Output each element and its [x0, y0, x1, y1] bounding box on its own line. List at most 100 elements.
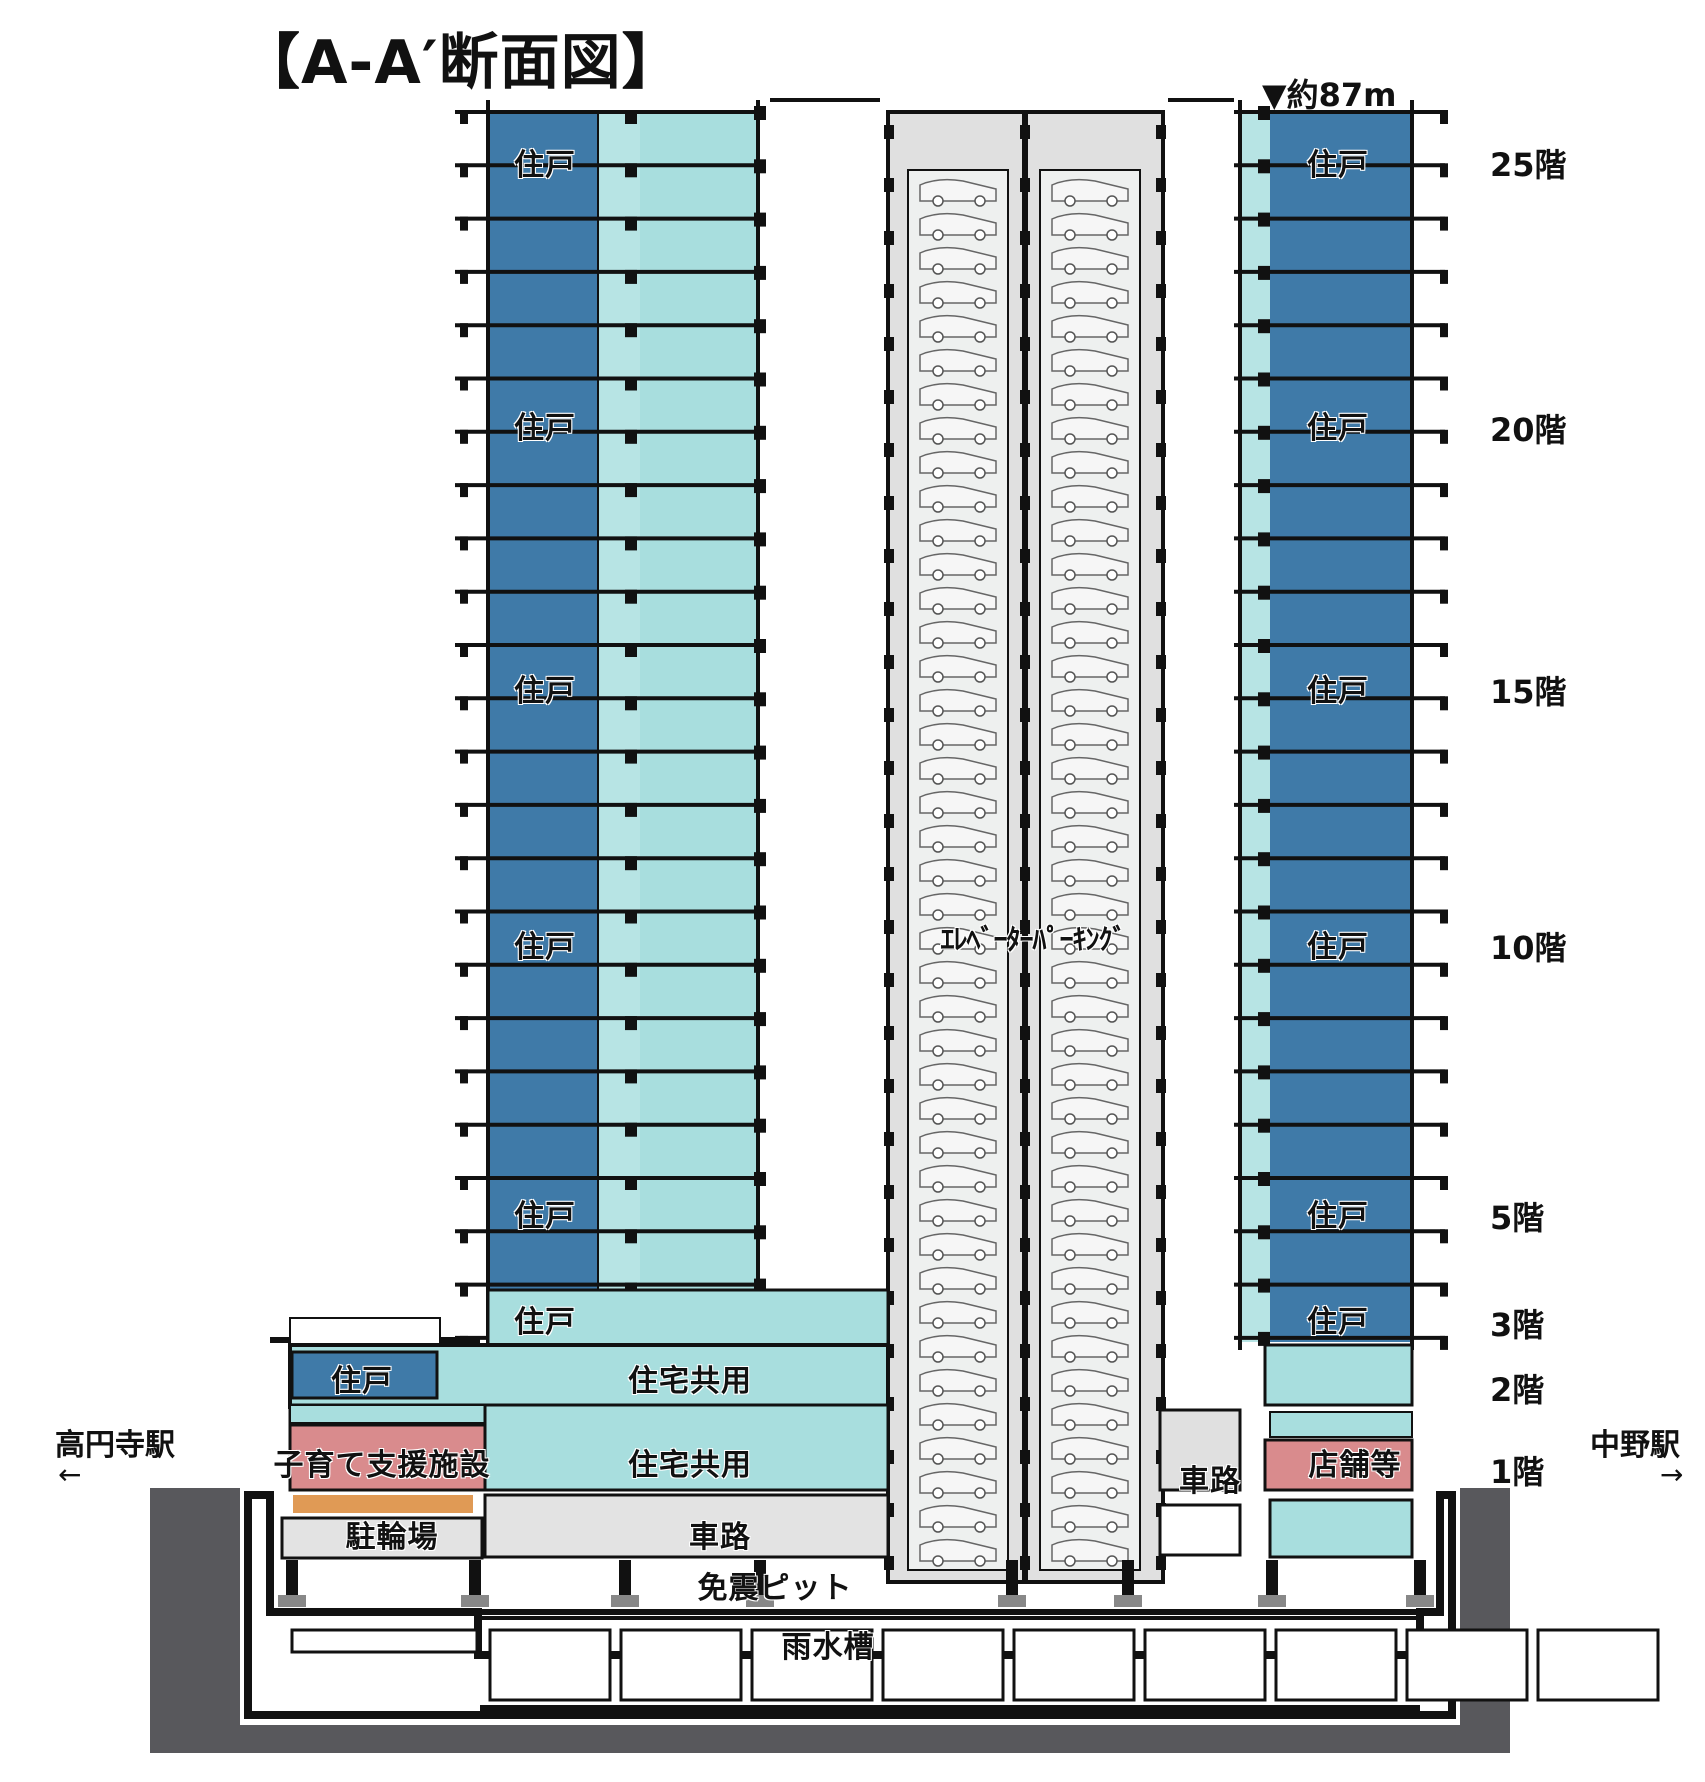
core-column [884, 814, 894, 828]
car-wheel-icon [1106, 1453, 1118, 1465]
car-wheel-icon [1106, 1181, 1118, 1193]
car-wheel-icon [1106, 807, 1118, 819]
car-wheel-icon [932, 535, 944, 547]
car-wheel-icon [932, 705, 944, 717]
core-column [884, 231, 894, 245]
car-wheel-icon [932, 739, 944, 751]
right-column [1258, 958, 1270, 973]
car-wheel-icon [1106, 773, 1118, 785]
residence-label-l3: 住戸 [514, 1305, 576, 1340]
annex-roof-structure [289, 1317, 441, 1345]
seismic-isolator [746, 1595, 774, 1607]
car-wheel-icon [1064, 501, 1076, 513]
isolator-column [1266, 1560, 1278, 1595]
core-column [1020, 1185, 1030, 1199]
core-column [1156, 814, 1166, 828]
car-wheel-icon [932, 1249, 944, 1261]
seismic-isolator [461, 1595, 489, 1607]
isolator-column [1122, 1560, 1134, 1595]
left-balcony-post [460, 323, 468, 338]
right-column [1258, 1065, 1270, 1080]
right-balcony-post [1440, 643, 1448, 657]
residence-label-l10: 住戸 [514, 930, 576, 965]
car-wheel-icon [974, 195, 986, 207]
floor-label-1: 1階 [1490, 1453, 1545, 1491]
right-balcony-post [1440, 1016, 1448, 1031]
car-wheel-icon [1064, 671, 1076, 683]
car-wheel-icon [974, 773, 986, 785]
core-column [1020, 1026, 1030, 1040]
right-column [1258, 106, 1270, 120]
core-column [1020, 655, 1030, 669]
car-wheel-icon [974, 1351, 986, 1363]
core-column [1020, 1556, 1030, 1570]
driveway-label-right: 車路 [1179, 1464, 1241, 1499]
car-wheel-icon [1064, 399, 1076, 411]
core-column [1156, 443, 1166, 457]
car-wheel-icon [1064, 875, 1076, 887]
car-wheel-icon [974, 1215, 986, 1227]
right-column [1258, 1172, 1270, 1186]
right-arrow-icon: → [1660, 1458, 1684, 1491]
core-column [1156, 761, 1166, 775]
car-wheel-icon [1106, 569, 1118, 581]
car-wheel-icon [1064, 1011, 1076, 1023]
car-wheel-icon [1064, 637, 1076, 649]
car-wheel-icon [932, 1147, 944, 1159]
core-column [1020, 708, 1030, 722]
car-wheel-icon [932, 399, 944, 411]
residence-label-r10: 住戸 [1307, 930, 1369, 965]
car-wheel-icon [1064, 195, 1076, 207]
car-wheel-icon [1106, 1045, 1118, 1057]
car-wheel-icon [1064, 1113, 1076, 1125]
car-wheel-icon [932, 263, 944, 275]
core-column [1020, 1503, 1030, 1517]
car-wheel-icon [1106, 875, 1118, 887]
left-column-mid [625, 962, 637, 977]
car-wheel-icon [974, 1045, 986, 1057]
annex-residence [290, 1350, 439, 1400]
car-wheel-icon [1064, 1045, 1076, 1057]
core-column [884, 655, 894, 669]
car-wheel-icon [974, 875, 986, 887]
left-tower-corridor [598, 112, 640, 1342]
diagram-title: 【A-A′断面図】 [240, 28, 683, 98]
left-column-mid [625, 216, 637, 231]
car-wheel-icon [974, 467, 986, 479]
left-balcony-post [460, 376, 468, 391]
seismic-isolator [1258, 1595, 1286, 1607]
core-column [884, 178, 894, 192]
car-wheel-icon [932, 841, 944, 853]
right-column [1258, 1012, 1270, 1027]
left-balcony-post [460, 536, 468, 551]
car-wheel-icon [932, 637, 944, 649]
car-wheel-icon [932, 1113, 944, 1125]
car-wheel-icon [1064, 1181, 1076, 1193]
car-wheel-icon [932, 331, 944, 343]
car-wheel-icon [932, 1453, 944, 1465]
car-wheel-icon [932, 1283, 944, 1295]
car-wheel-icon [1064, 841, 1076, 853]
car-wheel-icon [1106, 1351, 1118, 1363]
left-column-mid [625, 589, 637, 604]
core-column [884, 1185, 894, 1199]
car-wheel-icon [1106, 1419, 1118, 1431]
rainwater-cell [488, 1628, 612, 1702]
rainwater-cell [1012, 1628, 1136, 1702]
seismic-isolator [998, 1595, 1026, 1607]
left-balcony-post [460, 1016, 468, 1031]
core-column [1156, 920, 1166, 934]
core-column [1156, 549, 1166, 563]
core-column [1156, 1079, 1166, 1093]
left-column-mid [625, 163, 637, 178]
right-balcony-post [1440, 1069, 1448, 1084]
car-wheel-icon [1106, 467, 1118, 479]
childcare-band [293, 1495, 473, 1513]
car-wheel-icon [1064, 1215, 1076, 1227]
core-column [1156, 284, 1166, 298]
residence-label-r5: 住戸 [1307, 1199, 1369, 1234]
right-column [1258, 532, 1270, 547]
car-wheel-icon [974, 1487, 986, 1499]
floor-label-20: 20階 [1490, 411, 1567, 449]
isolator-column [286, 1560, 298, 1595]
